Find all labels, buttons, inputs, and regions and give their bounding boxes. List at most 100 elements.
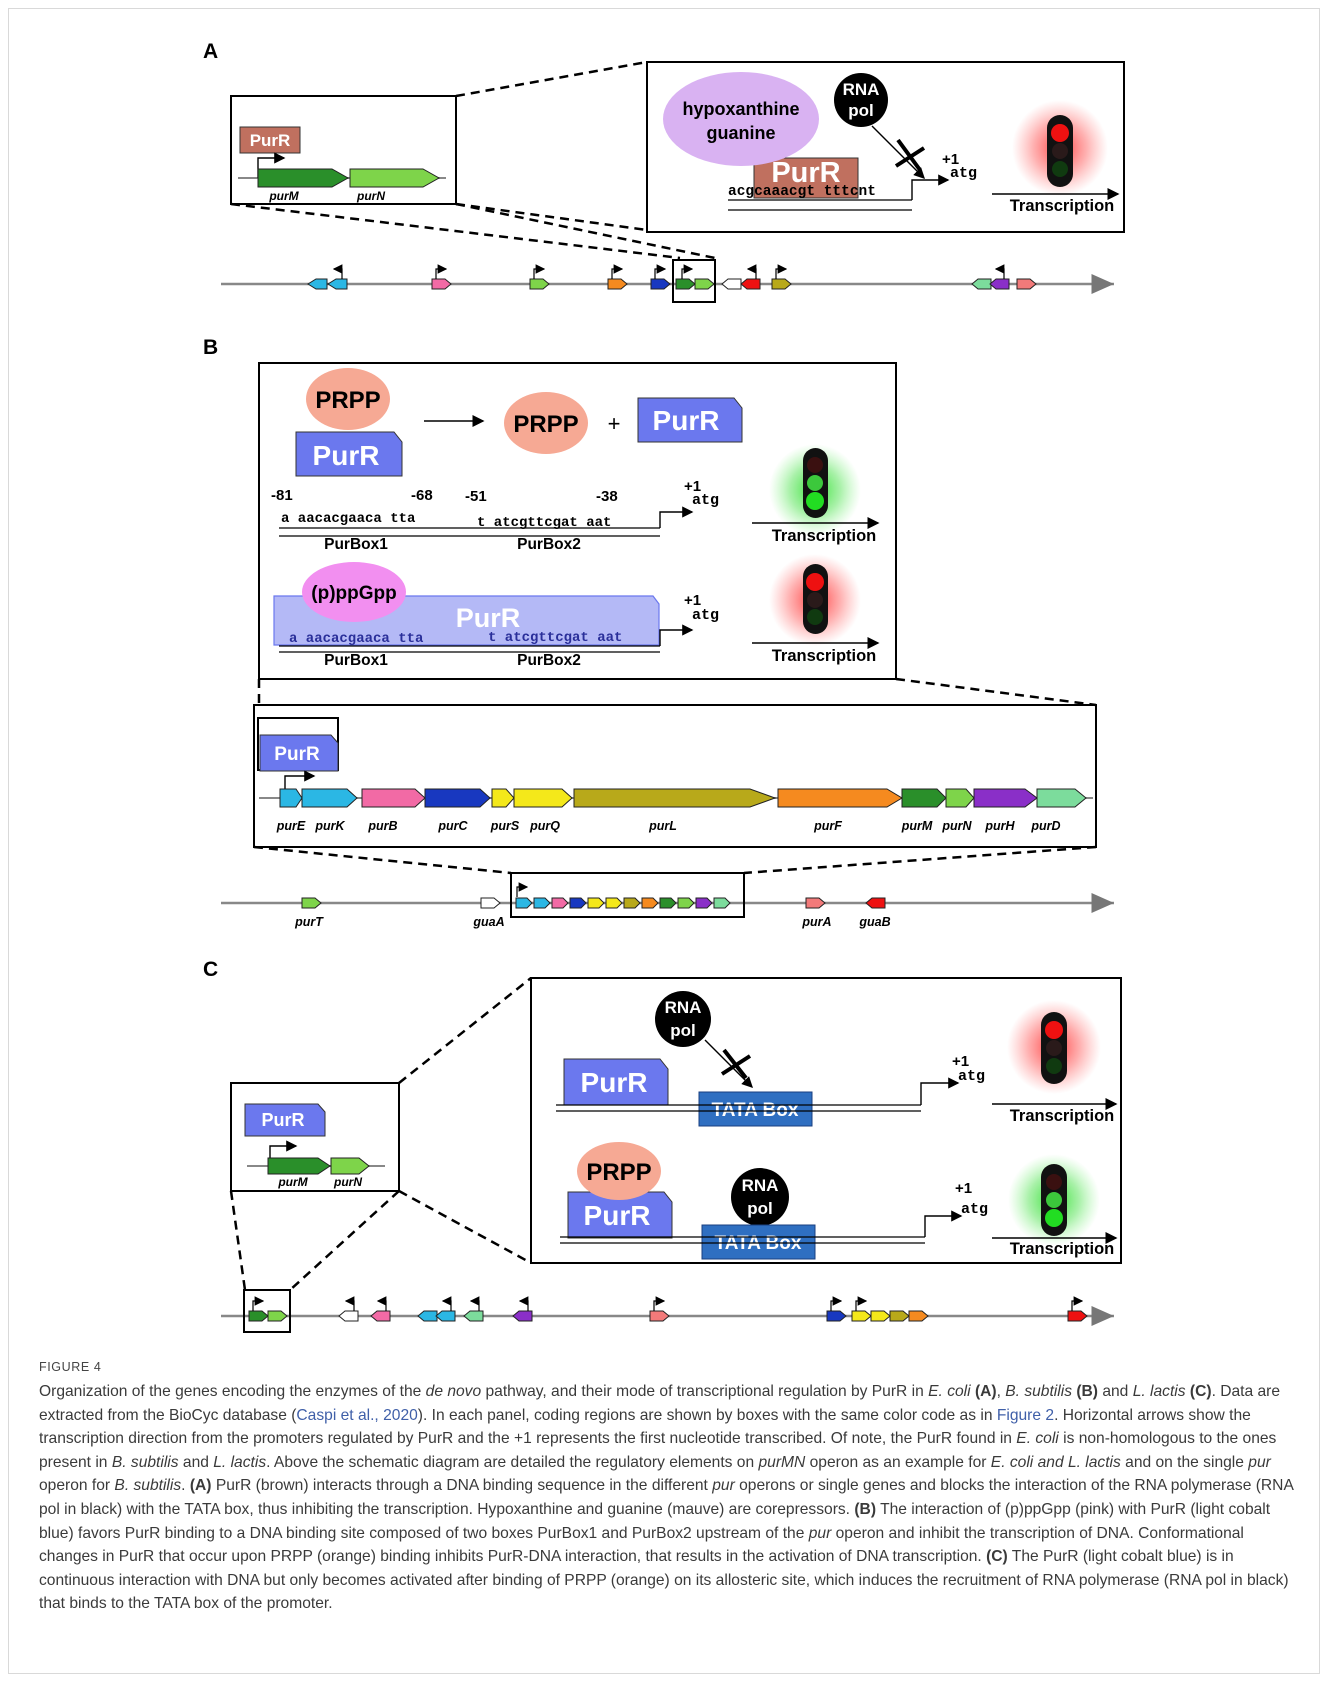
panel-c-tata-active xyxy=(701,1224,816,1260)
panel-a-corepressor-line1: hypoxanthine xyxy=(682,99,799,119)
panel-b-plus1-active: +1 xyxy=(684,478,701,495)
panel-b-seq2-active: t atcgttcgat aat xyxy=(477,515,611,531)
caption-segment: pur xyxy=(712,1477,735,1495)
panel-b-prpp-free-label: PRPP xyxy=(513,411,578,438)
caption-segment: . xyxy=(181,1477,190,1495)
panel-a-purr-label: PurR xyxy=(771,157,840,189)
panel-c-prpp xyxy=(577,1142,661,1200)
panel-b-purr-free-label: PurR xyxy=(653,405,720,436)
panel-c-rna-pol-repressed xyxy=(655,991,711,1047)
panel-b-pos-81: -81 xyxy=(271,487,293,504)
panel-b-label-purl: purL xyxy=(648,819,677,833)
panel-b-ppgpp-label: (p)ppGpp xyxy=(311,583,396,604)
caption-segment: L. lactis xyxy=(213,1453,267,1471)
caption-segment: B. subtilis xyxy=(111,1453,179,1471)
panel-b-label-purc: purC xyxy=(437,819,468,833)
panel-a-purr xyxy=(753,157,859,199)
panel-c-rna-pol-repressed-line1: RNA xyxy=(665,998,702,1017)
panel-a-inset-purr xyxy=(239,126,301,154)
panel-b-purr-complex-label: PurR xyxy=(313,440,380,471)
panel-a-corepressor xyxy=(663,72,819,166)
caption-segment: L. lactis xyxy=(1132,1383,1186,1400)
panel-b-plus: + xyxy=(608,411,621,436)
panel-b-transcription-active: Transcription xyxy=(772,527,877,545)
caption-segment: The interaction of (p)ppGpp (pink) with … xyxy=(39,1500,1271,1542)
caption-segment: purMN xyxy=(758,1453,806,1471)
panel-c-rna-pol-active-line1: RNA xyxy=(742,1176,779,1195)
caption-segment: E. coli xyxy=(928,1383,971,1400)
caption-segment: . Horizontal arrows show the transcripti… xyxy=(39,1406,1251,1448)
caption-segment: and xyxy=(1098,1383,1133,1400)
caption-segment: and on the single xyxy=(1120,1453,1249,1471)
caption-citation-link[interactable]: Figure 2 xyxy=(996,1406,1055,1424)
panel-b-label-pura: purA xyxy=(801,915,831,929)
panel-c-transcription-active: Transcription xyxy=(1010,1240,1115,1258)
caption-segment: pathway, and their mode of transcription… xyxy=(481,1383,929,1400)
panel-a-sequence: acgcaaacgt tttcnt xyxy=(728,184,876,200)
panel-a-detail-box xyxy=(646,61,1125,233)
caption-segment: and xyxy=(178,1453,214,1471)
caption-segment: operon and inhibit the transcription of … xyxy=(39,1524,1244,1566)
panel-b-transcription-repressed: Transcription xyxy=(772,647,877,665)
caption-citation-link[interactable]: Caspi et al., 2020 xyxy=(296,1406,418,1424)
panel-b-operon-box xyxy=(253,704,1097,848)
caption-segment: Organization of the genes encoding the e… xyxy=(39,1383,426,1400)
caption-segment: operon for xyxy=(39,1477,115,1495)
panel-b-operon-purr xyxy=(259,734,339,772)
panel-c-inset-gene-purn xyxy=(330,1157,370,1175)
panel-b-box2-repressed: PurBox2 xyxy=(517,652,581,669)
panel-c-inset-gene-purm xyxy=(267,1157,331,1175)
panel-b-seq1-active: a aacacgaaca tta xyxy=(281,511,416,527)
panel-b-box1-active: PurBox1 xyxy=(324,536,388,553)
panel-b-atg-repressed: atg xyxy=(692,607,719,624)
panel-c-genome-genes xyxy=(248,1310,1088,1322)
panel-b-operon-genes xyxy=(279,788,1087,808)
panel-c-inset-purr-label: PurR xyxy=(261,1110,304,1130)
panel-b-label-purs: purS xyxy=(490,819,520,833)
panel-b-label-purh: purH xyxy=(984,819,1015,833)
figure-diagram: A PurR purM purN PurR hypoxanthine guani… xyxy=(203,40,1125,1333)
panel-b-purr-bound-label: PurR xyxy=(456,603,521,633)
panel-b-plus1-repressed: +1 xyxy=(684,592,701,609)
panel-b-seq2-repressed: t atcgttcgat aat xyxy=(488,630,622,646)
panel-b-label-pure: purE xyxy=(276,819,306,833)
panel-c-tata-repressed xyxy=(698,1091,813,1127)
caption-segment: (B) xyxy=(1076,1383,1098,1400)
panel-a-transcription: Transcription xyxy=(1010,197,1115,215)
panel-c-purr-repressed xyxy=(563,1058,669,1106)
panel-label-b: B xyxy=(203,336,218,359)
panel-c-rna-pol-active-line2: pol xyxy=(747,1199,773,1218)
panel-a-rna-pol-line2: pol xyxy=(848,101,874,120)
caption-segment: operons or single genes and blocks the i… xyxy=(39,1477,1293,1518)
panel-b-pos-51: -51 xyxy=(465,488,487,505)
panel-c-inset-purr xyxy=(244,1103,326,1137)
panel-a-inset-gene-purm xyxy=(257,168,350,188)
panel-c-purr-repressed-label: PurR xyxy=(581,1067,648,1098)
caption-segment: E. coli xyxy=(1016,1430,1059,1448)
panel-c-prpp-label: PRPP xyxy=(586,1159,651,1186)
caption-segment: (B) xyxy=(854,1500,877,1518)
panel-c-detail-box xyxy=(530,977,1122,1264)
panel-a-genome-highlight xyxy=(672,259,716,303)
panel-b-box2-active: PurBox2 xyxy=(517,536,581,553)
panel-b-prpp-bound xyxy=(306,368,390,430)
panel-c-plus1-active: +1 xyxy=(955,1180,972,1197)
panel-b-label-purk: purK xyxy=(314,819,345,833)
panel-c-genome-highlight xyxy=(243,1289,291,1333)
panel-c-inset-box xyxy=(230,1082,400,1192)
panel-b-purr-complex xyxy=(295,431,403,477)
figure-frame xyxy=(8,8,1320,1674)
panel-b-prpp-free xyxy=(504,392,588,454)
panel-a-rna-pol xyxy=(834,73,888,127)
panel-b-label-guaa: guaA xyxy=(472,915,504,929)
panel-label-c: C xyxy=(203,958,218,981)
panel-a-corepressor-line2: guanine xyxy=(706,123,775,143)
caption-segment: (A) xyxy=(189,1477,212,1495)
panel-b-label-guab: guaB xyxy=(858,915,890,929)
panel-b-label-purn: purN xyxy=(941,819,972,833)
panel-c-inset-label-purn: purN xyxy=(333,1175,362,1189)
caption-segment: (A) xyxy=(974,1383,997,1400)
caption-segment: ). In each panel, coding regions are sho… xyxy=(417,1406,997,1424)
panel-c-rna-pol-active xyxy=(731,1168,789,1226)
panel-b-label-purd: purD xyxy=(1030,819,1060,833)
